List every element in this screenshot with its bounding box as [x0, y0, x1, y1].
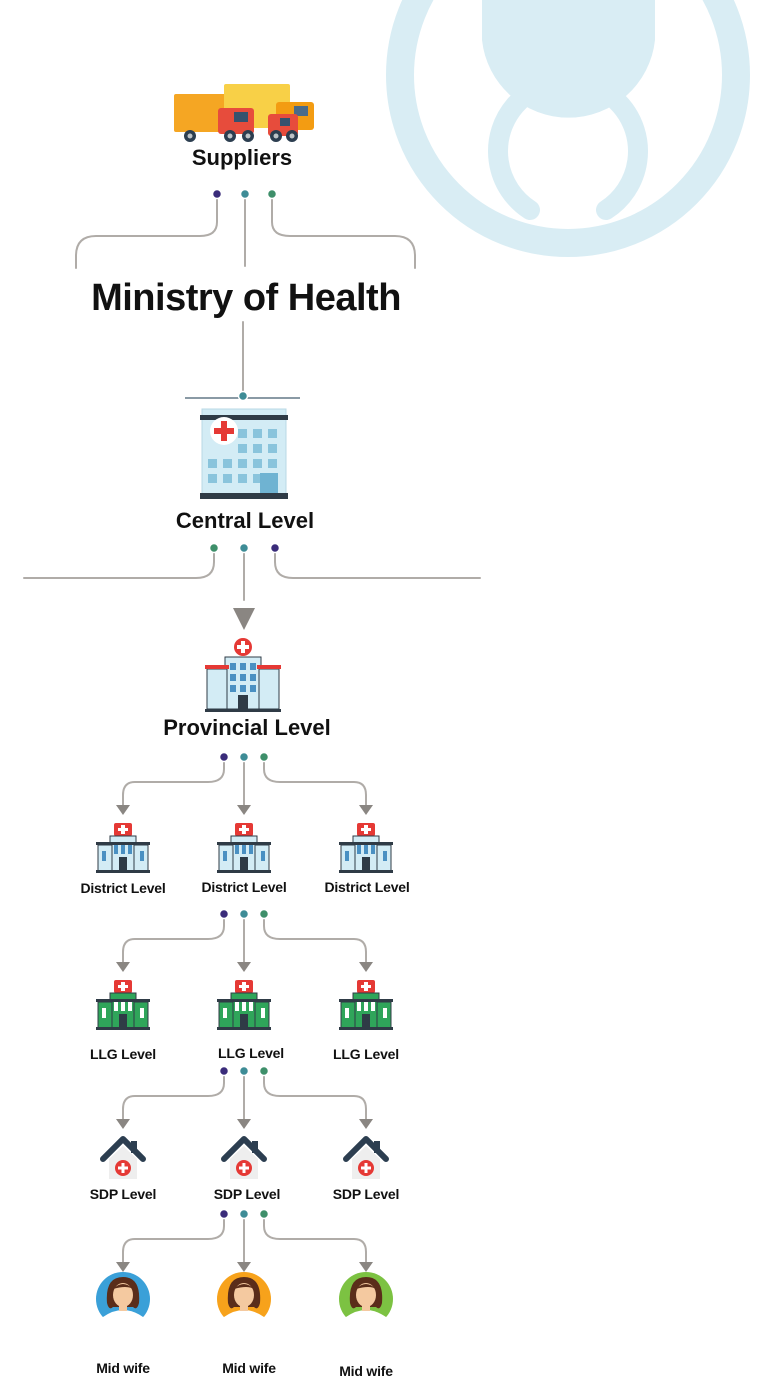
connector-dot [218, 908, 230, 920]
health-post-house-icon [100, 1136, 146, 1179]
llg-health-center-icon [217, 980, 271, 1030]
connector-dot [238, 1208, 250, 1220]
midwife-avatar-icon [217, 1272, 271, 1330]
connector-dot [269, 542, 281, 554]
connector-line [122, 1213, 225, 1265]
connector-line [122, 913, 225, 965]
district-clinic-icon [96, 823, 150, 873]
district-clinic-icon [217, 823, 271, 873]
llg-level-label: LLG Level [218, 1045, 284, 1061]
arrow-head [116, 962, 130, 972]
central-level-label: Central Level [175, 508, 315, 533]
connector-line [263, 1070, 367, 1122]
connector-line [263, 756, 367, 808]
midwife-avatar-icon [96, 1272, 150, 1330]
connector-dot [218, 1208, 230, 1220]
connector-dot [258, 908, 270, 920]
district-level-label: District Level [80, 880, 166, 896]
connector-dot [258, 751, 270, 763]
connector-dot [208, 542, 220, 554]
connector-dot [238, 1065, 250, 1077]
connector-dot [238, 908, 250, 920]
arrow-head [359, 962, 373, 972]
sdp-level-label: SDP Level [89, 1186, 157, 1202]
connector-dot [218, 1065, 230, 1077]
arrow-head [237, 805, 251, 815]
connector-dot [266, 188, 278, 200]
llg-level-label: LLG Level [90, 1046, 156, 1062]
central-building [200, 408, 288, 499]
connector-line [263, 1213, 367, 1265]
midwife-label: Mid wife [96, 1360, 150, 1376]
arrow-head [359, 805, 373, 815]
provincial-building [205, 638, 281, 712]
arrow-head [237, 1262, 251, 1272]
llg-health-center-icon [339, 980, 393, 1030]
connector-dot [238, 751, 250, 763]
health-post-house-icon [221, 1136, 267, 1179]
llg-level-label: LLG Level [333, 1046, 399, 1062]
arrow-head [116, 805, 130, 815]
llg-health-center-icon [96, 980, 150, 1030]
connector-line [122, 756, 225, 808]
connector-dot [218, 751, 230, 763]
connector-line [23, 547, 215, 579]
connector-line [274, 547, 481, 579]
connector-dot [237, 390, 249, 402]
sdp-level-label: SDP Level [213, 1186, 281, 1202]
district-level-label: District Level [201, 879, 287, 895]
arrow-head [116, 1262, 130, 1272]
ministry-of-health-title: Ministry of Health [91, 277, 401, 319]
provincial-level-label: Provincial Level [163, 715, 331, 740]
arrow-head [359, 1119, 373, 1129]
connector-line [122, 1070, 225, 1122]
connector-dot [258, 1065, 270, 1077]
connector-dot [211, 188, 223, 200]
connector-dot [239, 188, 251, 200]
health-post-house-icon [343, 1136, 389, 1179]
arrow-head [359, 1262, 373, 1272]
district-clinic-icon [339, 823, 393, 873]
suppliers-label: Suppliers [191, 145, 293, 170]
connector-dot [258, 1208, 270, 1220]
watermark-logo [386, 0, 750, 257]
connector-line [263, 913, 367, 965]
district-level-label: District Level [324, 879, 410, 895]
connector-line [75, 193, 218, 269]
connector-line [271, 193, 416, 269]
arrow-head [233, 608, 255, 630]
midwife-label: Mid wife [222, 1360, 276, 1376]
trucks-icon [174, 84, 314, 142]
arrow-head [116, 1119, 130, 1129]
midwife-avatar-icon [339, 1272, 393, 1330]
connector-dot [238, 542, 250, 554]
arrow-head [237, 962, 251, 972]
midwife-label: Mid wife [339, 1363, 393, 1379]
arrow-head [237, 1119, 251, 1129]
sdp-level-label: SDP Level [332, 1186, 400, 1202]
